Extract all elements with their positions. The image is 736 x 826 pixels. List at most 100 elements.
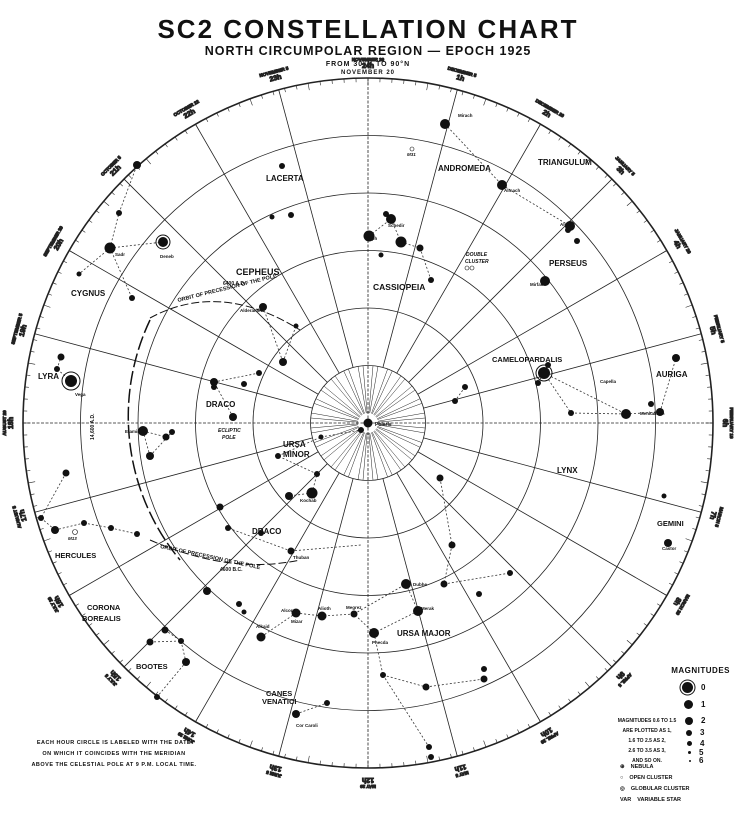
star (229, 413, 237, 421)
hour-circle-9h (408, 463, 613, 668)
star (169, 429, 175, 435)
star-label-mizar: Mizar (291, 619, 303, 624)
star-label-alcor: Alcor (281, 608, 293, 613)
star (216, 503, 224, 511)
hour-label: 5h (708, 326, 717, 336)
magnitude-note-line: MAGNITUDES 0.6 TO 1.5 (617, 718, 677, 724)
star (476, 591, 482, 597)
star (448, 541, 456, 549)
precession-orbit (127, 319, 181, 561)
ecliptic-label-2: POLE (222, 435, 236, 441)
symbol-key: ⊕NEBULA ○OPEN CLUSTER ◎GLOBULAR CLUSTER … (620, 762, 689, 806)
hour-label: 6h (721, 419, 728, 427)
star (378, 252, 384, 258)
hour-circle-4h (417, 250, 667, 395)
footnote: EACH HOUR CIRCLE IS LABELED WITH THE DAT… (14, 738, 214, 771)
hour-date-label: NOVEMBER 20 (352, 57, 385, 62)
star (481, 666, 487, 672)
declination-circle-80 (310, 365, 426, 481)
magnitude-label: 0 (701, 683, 706, 692)
star-label-megrez: Megrez (346, 605, 362, 610)
star (480, 675, 488, 683)
star (279, 358, 287, 366)
magnitude-note-line: AND SO ON. (632, 758, 662, 764)
chart-subtitle: NORTH CIRCUMPOLAR REGION — EPOCH 1925 (204, 44, 532, 58)
star (648, 401, 654, 407)
hour-circle-15h (123, 463, 328, 668)
hour-date-label: MAY 20 (360, 784, 376, 789)
footnote-line: ABOVE THE CELESTIAL POLE AT 9 P.M. LOCAL… (31, 762, 197, 768)
star (162, 433, 170, 441)
magnitude-label: 1 (701, 700, 706, 709)
star (225, 525, 231, 531)
star (81, 520, 87, 526)
declination-circle-40 (80, 135, 656, 711)
constellation-ursa-minor-2: MINOR (283, 450, 310, 459)
star (76, 271, 82, 277)
magnitude-4: 4 (687, 739, 704, 748)
hour-date-label: MARCH 5 (714, 507, 724, 529)
constellation-lynx: LYNX (557, 466, 578, 475)
star (108, 525, 114, 531)
hour-date-label: JUNE 5 (265, 770, 282, 779)
star (318, 434, 324, 440)
magnitude-label: 4 (700, 739, 705, 748)
star-label-phecda: Phecda (372, 640, 389, 645)
star (426, 744, 432, 750)
magnitude-2: 2 (685, 716, 705, 725)
star (369, 628, 379, 638)
magnitude-0: 0 (682, 682, 705, 693)
hour-label: 17h (19, 509, 29, 522)
hour-circle-22h (195, 124, 340, 374)
star (664, 539, 672, 547)
key-label: NEBULA (630, 764, 654, 770)
constellation-lines (40, 123, 677, 748)
star (306, 487, 318, 499)
hour-label: 18h (8, 417, 15, 429)
star-label-polaris: Polaris (375, 422, 392, 428)
star-label-vega: Vega (75, 392, 86, 397)
star (568, 410, 574, 416)
precession-orbit-bottom (149, 539, 301, 565)
star (146, 638, 154, 646)
constellation-canes-1: CANES (266, 689, 292, 698)
hour-label: 12h (362, 776, 374, 783)
constellation-draco-upper: DRACO (206, 400, 235, 409)
hour-label: 8h (672, 596, 682, 607)
star (161, 626, 169, 634)
star (146, 452, 154, 460)
star (158, 237, 168, 247)
top-date-label: NOVEMBER 20 (340, 70, 395, 76)
star (395, 236, 407, 248)
star (211, 384, 217, 390)
hour-circle-23h (278, 89, 354, 368)
star (413, 606, 423, 616)
star (538, 367, 550, 379)
m13-label: M13 (68, 536, 77, 541)
star-label-capella: Capella (600, 379, 617, 384)
star (672, 354, 680, 362)
star (574, 238, 580, 244)
star (104, 242, 116, 254)
constellation-corona-2: BOREALIS (82, 614, 121, 623)
star (293, 323, 299, 329)
hour-label: 4h (672, 239, 682, 250)
star-label-mirach: Mirach (458, 113, 473, 118)
star (545, 362, 551, 368)
constellation-bootes: BOOTES (136, 662, 168, 671)
magnitude-note-line: 1.6 TO 2.5 AS 2, (628, 738, 666, 744)
star (291, 608, 301, 618)
footnote-line: EACH HOUR CIRCLE IS LABELED WITH THE DAT… (36, 740, 192, 746)
hour-circle-1h (382, 89, 458, 368)
magnitude-label: 6 (699, 756, 704, 765)
hour-circle-10h (396, 472, 541, 722)
star-label-schedir: Schedir (388, 223, 405, 228)
magnitude-label: 5 (699, 748, 704, 757)
magnitude-note: MAGNITUDES 0.6 TO 1.5 ARE PLOTTED AS 1, … (612, 716, 682, 766)
magnitude-note-line: ARE PLOTTED AS 1, (622, 728, 672, 734)
star (285, 492, 293, 500)
star (133, 161, 141, 169)
star-label-alioth: Alioth (318, 606, 331, 611)
key-label: VARIABLE STAR (637, 797, 682, 803)
